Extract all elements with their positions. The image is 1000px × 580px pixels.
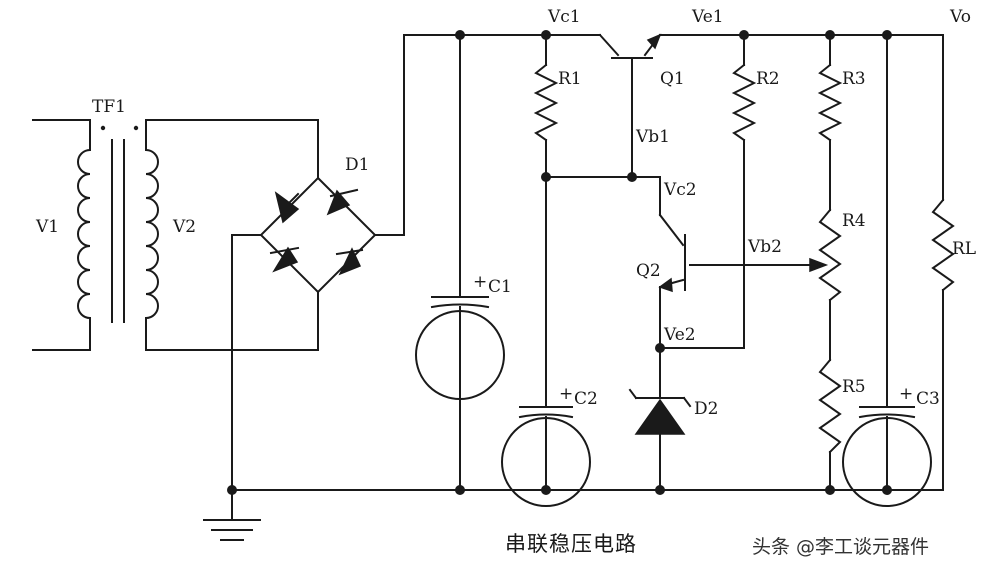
transistor-q1 bbox=[598, 33, 662, 178]
label-c2-plus: + bbox=[559, 384, 573, 404]
label-c1: C1 bbox=[488, 277, 512, 297]
capacitor-c3 bbox=[829, 34, 932, 507]
load-resistor-rl bbox=[886, 198, 955, 491]
resistor-r5 bbox=[818, 358, 842, 491]
label-c3-plus: + bbox=[899, 384, 913, 404]
label-r2: R2 bbox=[756, 69, 780, 89]
resistor-r2 bbox=[659, 34, 757, 349]
label-d2: D2 bbox=[694, 399, 718, 419]
label-tf1: TF1 bbox=[92, 97, 126, 117]
potentiometer-r4 bbox=[818, 208, 842, 361]
label-vc1: Vc1 bbox=[547, 7, 581, 27]
capacitor-c1 bbox=[415, 34, 505, 491]
label-r1: R1 bbox=[558, 69, 582, 89]
label-d1: D1 bbox=[345, 155, 369, 175]
figure-caption: 串联稳压电路 bbox=[505, 532, 637, 556]
zener-diode-d2 bbox=[628, 347, 692, 491]
label-vo: Vo bbox=[949, 7, 971, 27]
label-r4: R4 bbox=[842, 211, 866, 231]
label-r5: R5 bbox=[842, 377, 866, 397]
junction-dots bbox=[227, 30, 892, 495]
transistor-q2 bbox=[658, 213, 686, 349]
label-rl: RL bbox=[952, 239, 976, 259]
label-c2: C2 bbox=[574, 389, 598, 409]
label-v2: V2 bbox=[172, 217, 196, 237]
ground-rail bbox=[203, 489, 831, 541]
resistor-r1 bbox=[533, 34, 559, 178]
label-vc2: Vc2 bbox=[663, 180, 697, 200]
resistor-r3 bbox=[817, 34, 843, 211]
transformer-tf1 bbox=[32, 119, 159, 351]
vb2-feedback-line bbox=[689, 257, 829, 273]
label-q2: Q2 bbox=[636, 261, 661, 281]
top-rail-output bbox=[659, 34, 944, 201]
label-q1: Q1 bbox=[660, 69, 685, 89]
label-c1-plus: + bbox=[473, 272, 487, 292]
label-vb2: Vb2 bbox=[747, 237, 782, 257]
label-ve1: Ve1 bbox=[691, 7, 724, 27]
label-r3: R3 bbox=[842, 69, 866, 89]
vb1-node bbox=[545, 176, 661, 216]
capacitor-c2 bbox=[501, 176, 591, 507]
label-c3: C3 bbox=[916, 389, 940, 409]
bridge-rectifier-d1 bbox=[145, 34, 461, 491]
label-vb1: Vb1 bbox=[635, 127, 670, 147]
watermark: 头条 @李工谈元器件 bbox=[752, 536, 930, 558]
label-v1: V1 bbox=[35, 217, 59, 237]
label-ve2: Ve2 bbox=[663, 325, 696, 345]
